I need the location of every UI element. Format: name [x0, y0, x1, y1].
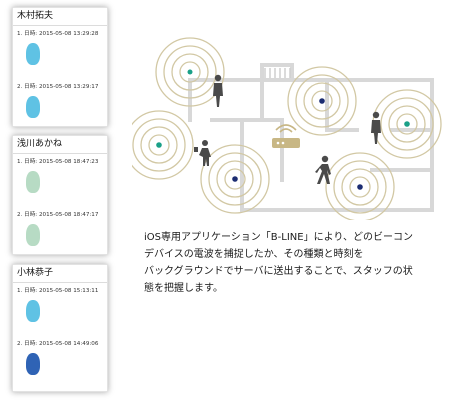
floor-plan-illustration — [132, 37, 442, 220]
beacon-log-entry: 2. 日時: 2015-05-08 13:29:17 — [13, 79, 107, 132]
beacon-dot — [232, 176, 238, 182]
caption-line: iOS専用アプリケーション「B-LINE」により、どのビーコン — [144, 232, 413, 243]
beacon-signal-rings — [325, 152, 395, 220]
wifi-router-icon — [272, 124, 300, 148]
log-timestamp: 1. 日時: 2015-05-08 15:13:11 — [17, 288, 99, 294]
beacon-log-entry: 2. 日時: 2015-05-08 14:49:06 — [13, 336, 107, 389]
log-timestamp: 2. 日時: 2015-05-08 14:49:06 — [17, 341, 99, 347]
beacon-dot — [319, 98, 325, 104]
staff-card[interactable]: 浅川あかね 1. 日時: 2015-05-08 18:47:23 2. 日時: … — [12, 135, 108, 255]
staff-name: 木村拓夫 — [13, 8, 107, 26]
beacon-icon — [26, 300, 40, 322]
person-walking-icon — [315, 155, 331, 184]
beacon-signal-rings — [287, 66, 357, 136]
beacon-signal-rings — [132, 110, 194, 180]
beacon-log-entry: 1. 日時: 2015-05-08 18:47:23 — [13, 154, 107, 207]
caption-line: バックグラウンドでサーバに送出することで、スタッフの状 — [144, 266, 413, 277]
log-timestamp: 1. 日時: 2015-05-08 18:47:23 — [17, 159, 99, 165]
beacon-log-entry: 1. 日時: 2015-05-08 15:13:11 — [13, 283, 107, 336]
stairs-icon — [264, 68, 291, 78]
staff-name: 小林恭子 — [13, 265, 107, 283]
beacon-icon — [26, 171, 40, 193]
staff-card[interactable]: 小林恭子 1. 日時: 2015-05-08 15:13:11 2. 日時: 2… — [12, 264, 108, 392]
beacon-dot — [404, 121, 410, 127]
beacon-icon — [26, 224, 40, 246]
staff-card[interactable]: 木村拓夫 1. 日時: 2015-05-08 13:29:28 2. 日時: 2… — [12, 7, 108, 127]
beacon-log-entry: 2. 日時: 2015-05-08 18:47:17 — [13, 207, 107, 260]
log-timestamp: 1. 日時: 2015-05-08 13:29:28 — [17, 31, 99, 37]
person-standing-icon — [213, 74, 223, 107]
beacon-dot — [187, 69, 193, 75]
beacon-signal-rings — [200, 144, 270, 214]
beacon-icon — [26, 43, 40, 65]
person-standing-icon — [371, 111, 381, 144]
beacon-dot — [156, 142, 162, 148]
beacon-dot — [357, 184, 363, 190]
log-timestamp: 2. 日時: 2015-05-08 13:29:17 — [17, 84, 99, 90]
person-with-phone-icon — [194, 140, 211, 166]
beacon-signal-rings — [155, 37, 225, 107]
beacon-icon — [26, 96, 40, 118]
log-timestamp: 2. 日時: 2015-05-08 18:47:17 — [17, 212, 99, 218]
caption-line: 態を把握します。 — [144, 283, 223, 294]
caption-line: デバイスの電波を捕捉したか、その種類と時刻を — [144, 249, 364, 260]
beacon-icon — [26, 353, 40, 375]
description-caption: iOS専用アプリケーション「B-LINE」により、どのビーコン デバイスの電波を… — [144, 229, 444, 297]
staff-name: 浅川あかね — [13, 136, 107, 154]
beacon-log-entry: 1. 日時: 2015-05-08 13:29:28 — [13, 26, 107, 79]
